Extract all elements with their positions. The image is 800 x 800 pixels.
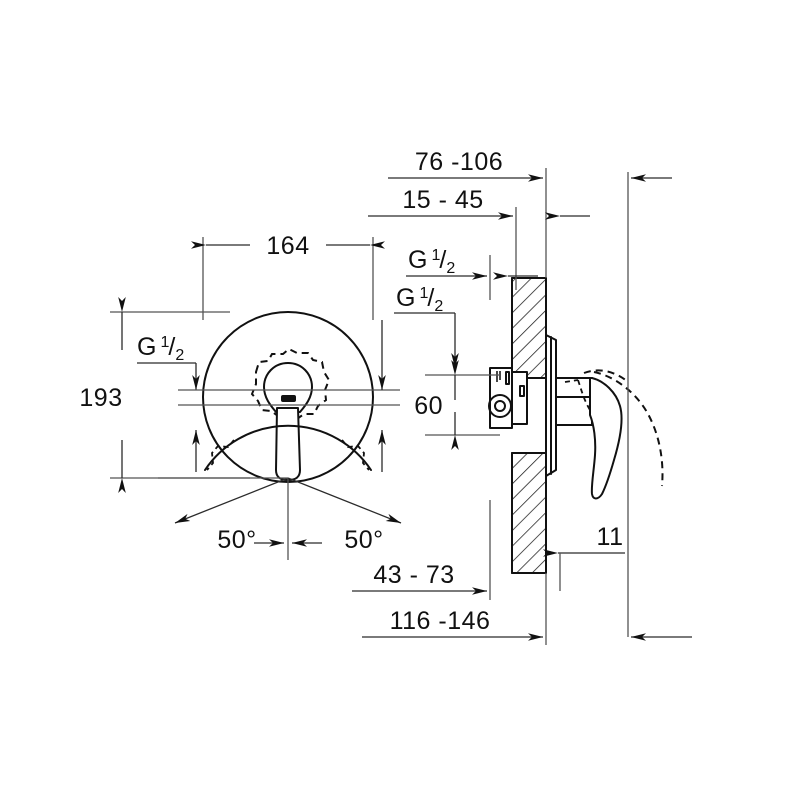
dimension-164: 164 (191, 232, 385, 320)
lever-handle-profile (589, 377, 623, 500)
side-section-view-group (488, 277, 664, 574)
dim-label-164: 164 (266, 232, 309, 260)
dim-label-angle-right: 50° (344, 526, 383, 554)
angle-callouts: 50° 50° (158, 477, 402, 560)
handle-rotation-arc (204, 424, 372, 471)
inlet-port-outer (488, 394, 512, 418)
dimension-43-73: 43 - 73 (352, 500, 561, 600)
dim-label-116-146: 116 -146 (390, 607, 491, 635)
dim-label-60: 60 (414, 392, 443, 420)
valve-body-port (519, 385, 525, 397)
handle-swing-arc-left (206, 439, 235, 471)
valve-body-collar (511, 371, 528, 425)
handle-lever-stem (275, 407, 301, 481)
dim-label-11: 11 (597, 523, 624, 551)
dimension-11: 11 (543, 172, 629, 637)
dim-label-15-45: 15 - 45 (402, 186, 483, 214)
angle-ray-left (174, 477, 289, 524)
dim-label-76-106: 76 -106 (415, 148, 503, 176)
cartridge-outline-dashed (250, 347, 331, 421)
dimension-193: 193 (79, 297, 250, 493)
handle-hub-profile (555, 377, 593, 426)
outer-extension-ticks (631, 174, 692, 641)
lever-pivot-dashed (564, 379, 579, 383)
handle-indicator-slot (281, 395, 296, 402)
thread-callout-front-right (192, 320, 386, 472)
dimension-76-106: 76 -106 (388, 148, 547, 278)
front-view-group (202, 311, 374, 483)
dim-label-angle-left: 50° (217, 526, 256, 554)
dimension-116-146: 116 -146 (362, 573, 547, 645)
dimension-60: 60 (414, 360, 500, 450)
wall-hatch-upper (512, 278, 546, 378)
lever-handle-open-top-dashed (583, 369, 629, 383)
inlet-port-inner (494, 400, 506, 412)
lever-internal-dashed (577, 379, 591, 411)
angle-ray-right (287, 477, 402, 524)
valve-body-tab (505, 371, 510, 385)
dim-label-43-73: 43 - 73 (373, 561, 454, 589)
lever-handle-open-dashed (593, 371, 664, 487)
handle-swing-arc-right (341, 439, 370, 471)
wall-hatch-lower (512, 453, 546, 573)
dim-label-193: 193 (79, 384, 122, 412)
